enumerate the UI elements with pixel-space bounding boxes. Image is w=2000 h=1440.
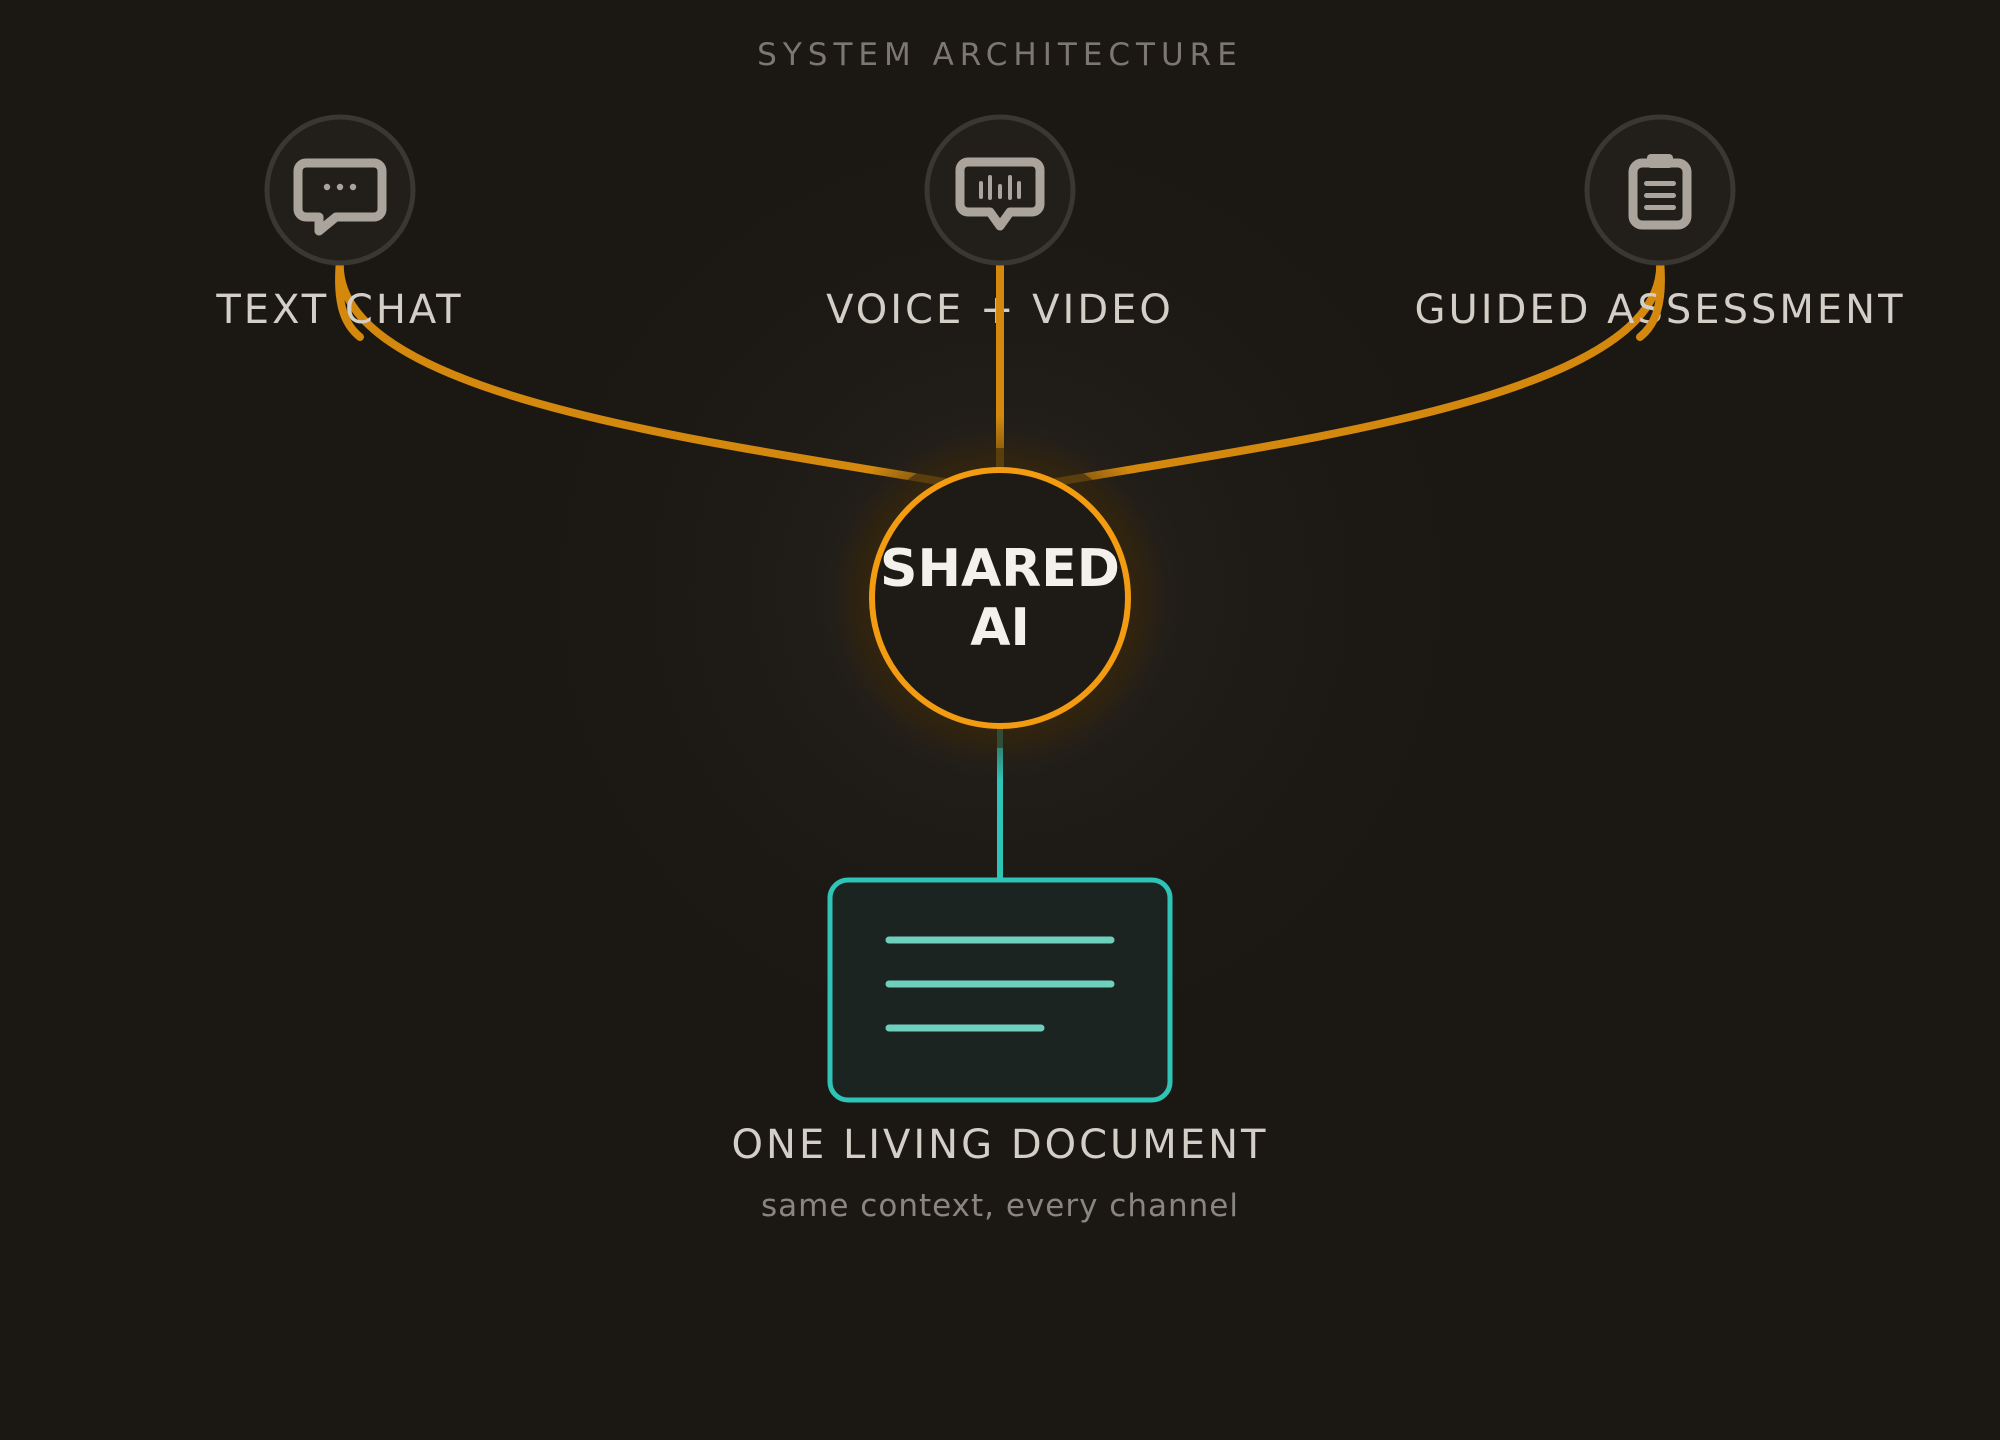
shared-ai-hub: SHARED AI — [818, 416, 1182, 780]
connector-text-chat-overlap — [335, 256, 364, 341]
voice-waveform-icon — [955, 157, 1045, 231]
connector-guided-assessment — [1046, 256, 1665, 487]
chat-bubble-icon — [293, 158, 387, 236]
living-document-node — [827, 877, 1173, 1103]
connector-guided-assessment-overlap — [1636, 256, 1665, 341]
hub-label-line1: SHARED — [880, 539, 1120, 599]
clipboard-icon — [1628, 154, 1692, 230]
document-card — [827, 877, 1173, 1103]
channel-node-voice-video — [924, 114, 1076, 266]
icon-ring — [1584, 114, 1736, 266]
channel-node-guided-assessment — [1584, 114, 1736, 266]
document-icon — [885, 936, 1115, 1032]
diagram-heading: SYSTEM ARCHITECTURE — [757, 37, 1243, 73]
hub-ring — [869, 467, 1131, 729]
hub-label-line2: AI — [970, 598, 1030, 658]
connector-text-chat — [335, 256, 954, 487]
channel-node-text-chat — [264, 114, 416, 266]
document-title: ONE LIVING DOCUMENT — [732, 1122, 1269, 1168]
document-subtitle: same context, every channel — [761, 1188, 1239, 1224]
